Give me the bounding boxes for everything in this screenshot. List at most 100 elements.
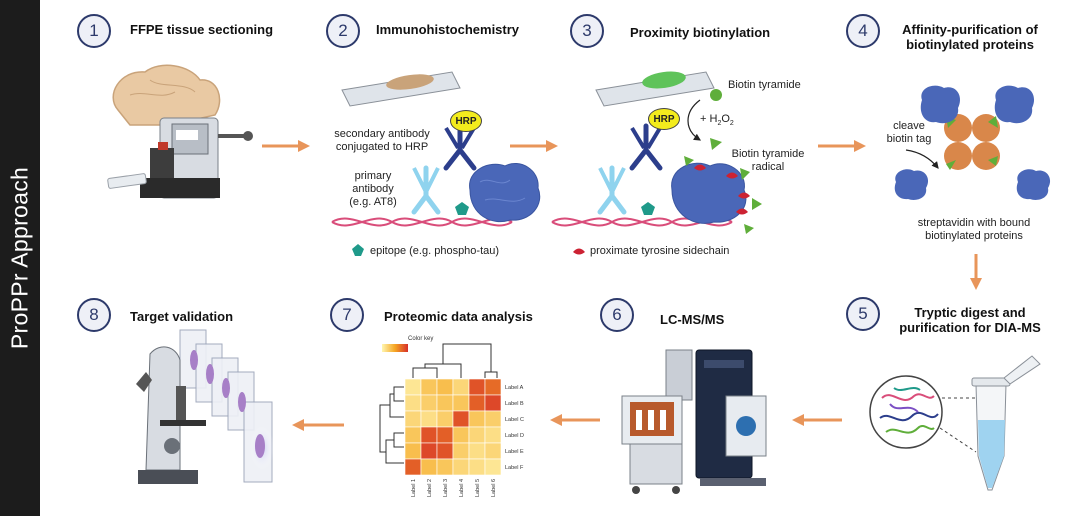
- heatmap-row-label: Label A: [505, 385, 524, 391]
- secondary-antibody-3: [629, 123, 663, 171]
- flow-arrow-2-3: [510, 140, 558, 152]
- radical-line2: radical: [751, 161, 785, 173]
- heatmap-col-label: Label 1: [411, 479, 417, 497]
- lc-ms-instrument: [621, 349, 767, 494]
- step-6-title: LC-MS/MS: [660, 312, 725, 327]
- biotin-tags-3: [684, 156, 762, 234]
- heatmap-cell: [436, 458, 454, 476]
- validation-slides: [179, 329, 274, 483]
- radical-line1: Biotin tyramide: [731, 148, 805, 160]
- flow-arrow-6-7: [550, 414, 600, 426]
- sidebar: ProPPr Approach: [0, 0, 40, 516]
- heatmap-cell: [468, 410, 486, 428]
- cleave-line2: biotin tag: [886, 133, 932, 145]
- heatmap-cell: [468, 458, 486, 476]
- hrp-badge-3: HRP: [648, 108, 680, 130]
- heatmap-cell: [452, 394, 470, 412]
- step-5-title-line1: Tryptic digest and: [914, 305, 1026, 320]
- heatmap-cell: [484, 458, 502, 476]
- heatmap-cell: [404, 410, 422, 428]
- step-7-title: Proteomic data analysis: [384, 309, 533, 324]
- heatmap-cell: [468, 394, 486, 412]
- secondary-antibody-line1: secondary antibody: [334, 128, 430, 140]
- heatmap-cell: [436, 442, 454, 460]
- secondary-antibody-label: secondary antibody conjugated to HRP: [320, 128, 444, 154]
- primary-antibody-label: primary antibody (e.g. AT8): [338, 170, 408, 209]
- step-2-title: Immunohistochemistry: [376, 22, 520, 37]
- color-key-bar: [382, 344, 408, 352]
- heatmap-dendrogram-top: [412, 343, 498, 378]
- reagent-sub1: 2: [717, 120, 722, 128]
- step-4-title-line2: biotinylated proteins: [906, 37, 1034, 52]
- heatmap-cell: [420, 410, 438, 428]
- heatmap-cell: [436, 426, 454, 444]
- epitope-legend-label: epitope (e.g. phospho-tau): [370, 245, 500, 257]
- heatmap-cell: [404, 394, 422, 412]
- secondary-antibody: [443, 123, 477, 171]
- step-7-number: 7: [330, 298, 364, 332]
- heatmap-cell: [420, 378, 438, 396]
- biotin-radical-icon: [710, 138, 722, 150]
- heatmap-cell: [484, 378, 502, 396]
- heatmap-dendrogram-left: [379, 386, 404, 464]
- heatmap-cell: [420, 458, 438, 476]
- heatmap-cell: [404, 426, 422, 444]
- step-4-title: Affinity-purification of biotinylated pr…: [890, 22, 1050, 52]
- epitope-marker-3: [641, 202, 655, 215]
- hrp-badge-2: HRP: [450, 110, 482, 132]
- peptide-circle: [869, 375, 943, 449]
- cleave-label: cleave biotin tag: [880, 120, 938, 146]
- heatmap-cell: [468, 442, 486, 460]
- heatmap-cell: [452, 426, 470, 444]
- primary-antibody: [411, 165, 441, 215]
- heatmap-cell: [452, 458, 470, 476]
- heatmap-row-label: Label D: [505, 433, 524, 439]
- heatmap-cell: [484, 410, 502, 428]
- flow-arrow-7-8: [292, 419, 344, 431]
- step-2-number: 2: [326, 14, 360, 48]
- heatmap-cell: [404, 378, 422, 396]
- step-6-number: 6: [600, 298, 634, 332]
- microscope: [136, 346, 206, 484]
- radical-label: Biotin tyramide radical: [722, 148, 814, 174]
- heatmap-cell: [468, 378, 486, 396]
- flow-arrow-1-2: [262, 140, 310, 152]
- heatmap-row-label: Label E: [505, 449, 524, 455]
- flow-arrow-3-4: [818, 140, 866, 152]
- streptavidin-line1: streptavidin with bound: [917, 217, 1031, 229]
- heatmap-row-label: Label B: [505, 401, 524, 407]
- microtome-illustration: [107, 64, 253, 199]
- heatmap-cell: [404, 458, 422, 476]
- flow-arrow-4-5: [970, 254, 982, 290]
- heatmap-col-label: Label 5: [475, 479, 481, 497]
- cleave-line1: cleave: [893, 120, 925, 132]
- heatmap-cell: [436, 394, 454, 412]
- ihc-slide: [341, 71, 461, 107]
- heatmap-cell: [420, 442, 438, 460]
- heatmap-cell: [436, 410, 454, 428]
- color-key-label: Color key: [408, 336, 433, 342]
- step-5-title: Tryptic digest and purification for DIA-…: [890, 305, 1050, 335]
- tyrosine-legend-icon: [573, 248, 585, 255]
- streptavidin-complex: [944, 114, 1000, 170]
- step-3-title: Proximity biotinylation: [630, 25, 771, 40]
- primary-antibody-3: [597, 165, 627, 215]
- primary-antibody-line2: antibody: [352, 183, 394, 195]
- cleave-arrow: [905, 149, 939, 169]
- biotin-tyramide-label: Biotin tyramide: [728, 79, 801, 91]
- step-8-title: Target validation: [130, 309, 234, 324]
- heatmap-cell: [484, 426, 502, 444]
- tyrosine-sidechains: [694, 164, 750, 215]
- flow-arrow-5-6: [792, 414, 842, 426]
- heatmap-cell: [452, 378, 470, 396]
- heatmap-col-label: Label 3: [443, 479, 449, 497]
- heatmap-cell: [436, 378, 454, 396]
- heatmap-cell: [420, 426, 438, 444]
- epitope-marker: [455, 202, 469, 215]
- heatmap-row-label: Label C: [505, 417, 524, 423]
- step-1-title: FFPE tissue sectioning: [130, 22, 274, 37]
- primary-antibody-line3: (e.g. AT8): [349, 196, 397, 208]
